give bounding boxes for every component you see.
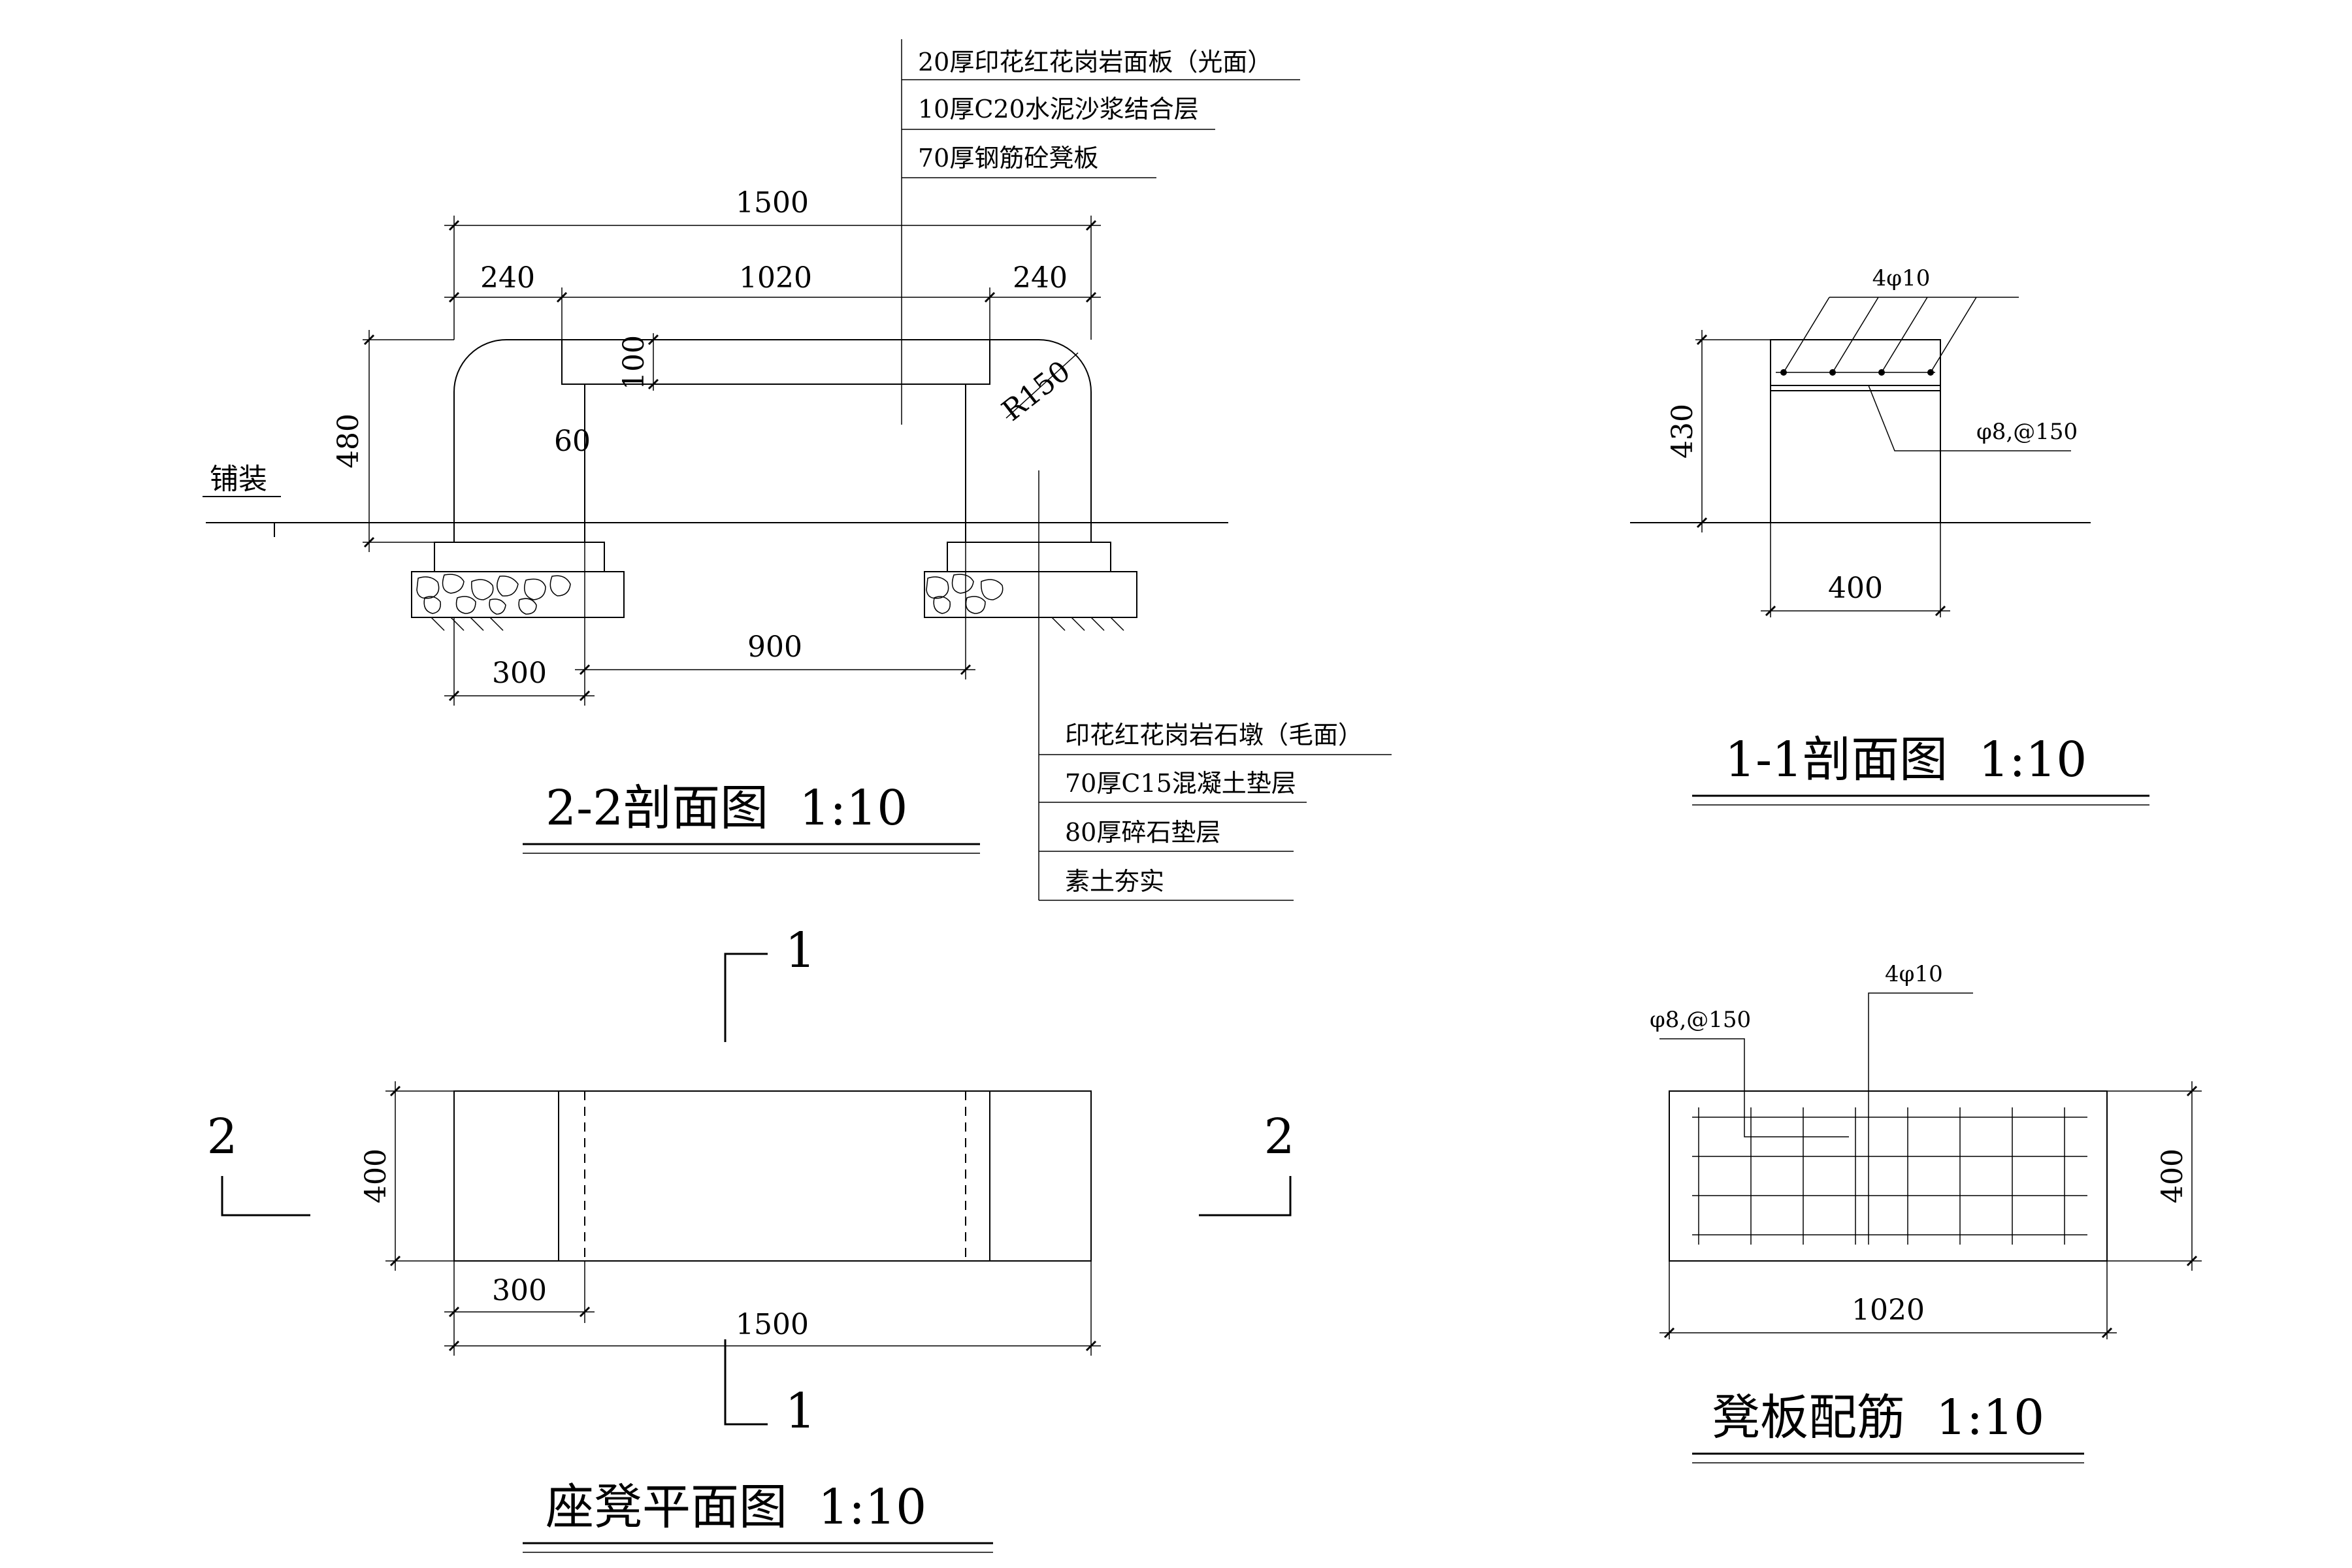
seat-section-outline	[1770, 339, 1941, 523]
dim-base-left: 300	[492, 657, 547, 690]
cut-marker-1-top	[724, 953, 768, 1042]
section-2-2-title: 2-2剖面图 1:10	[546, 780, 907, 836]
label-stirrup-section: φ8,@150	[1976, 419, 2078, 445]
rebar-leaders	[1783, 297, 2019, 373]
dim-left: 240	[480, 261, 535, 295]
dim-height: 480	[332, 414, 365, 468]
right-pier	[965, 339, 1092, 543]
cut-marker-2-right	[1199, 1176, 1292, 1217]
bottom-note-4: 素土夯实	[1065, 867, 1164, 896]
dim-ledge: 60	[554, 425, 591, 458]
cut-label-2-left: 2	[206, 1109, 237, 1165]
slab-rebar: φ8,@150 4φ10 400 1020 凳板配筋 1:10	[1650, 961, 2202, 1463]
left-soil-hatch	[431, 617, 504, 631]
left-pier	[453, 339, 585, 543]
bottom-note-3: 80厚碎石垫层	[1065, 818, 1220, 847]
label-stirrup-plan: φ8,@150	[1650, 1007, 1751, 1033]
bottom-note-2: 70厚C15混凝土垫层	[1065, 769, 1296, 798]
cut-marker-2-left	[221, 1176, 310, 1217]
label-4phi10-section: 4φ10	[1872, 265, 1931, 291]
dim-mid: 1020	[739, 261, 812, 295]
cut-marker-1-bottom	[724, 1339, 768, 1426]
bottom-note-1: 印花红花岗岩石墩（毛面）	[1065, 721, 1363, 749]
cut-label-1-top: 1	[785, 923, 815, 979]
dim-base-span: 900	[747, 630, 802, 664]
label-4phi10-plan: 4φ10	[1885, 961, 1943, 987]
dim-overall: 1500	[736, 186, 809, 220]
dim-1-1-height: 430	[1666, 404, 1699, 459]
main-bar-leader-plan	[1868, 992, 1973, 1245]
slab-outline	[1669, 1090, 2108, 1262]
slab-rebar-title: 凳板配筋 1:10	[1712, 1390, 2044, 1446]
section-2-2: 1500 240 1020 240 480 100 60 R150	[203, 39, 1392, 901]
seat-plan: 1 1 2 2 400 300 1500 座凳平面图 1:10	[206, 923, 1295, 1553]
section-1-1-title: 1-1剖面图 1:10	[1725, 732, 2087, 788]
dim-plan-pier: 300	[492, 1274, 547, 1307]
stirrup-leader	[1868, 385, 2071, 451]
seat-plan-title: 座凳平面图 1:10	[546, 1479, 926, 1535]
right-gravel-stones	[926, 574, 1004, 614]
top-note-3: 70厚钢筋砼凳板	[918, 144, 1098, 172]
right-concrete-pad	[947, 542, 1111, 572]
cut-label-2-right: 2	[1264, 1109, 1294, 1165]
dim-1-1-width: 400	[1828, 572, 1883, 605]
dim-right: 240	[1013, 261, 1068, 295]
left-gravel-stones	[416, 574, 571, 615]
dim-plan-width: 400	[359, 1149, 393, 1203]
dim-slab: 100	[617, 335, 651, 390]
dim-rebar-length: 1020	[1852, 1294, 1925, 1327]
rebar-grid	[1692, 1107, 2087, 1245]
paving-label: 铺装	[210, 463, 267, 496]
stirrup-leader-plan	[1659, 1038, 1849, 1137]
section-1-1: 4φ10 φ8,@150 430 400 1-1剖面图 1:10	[1630, 265, 2149, 806]
left-concrete-pad	[434, 542, 605, 572]
right-gravel-bed	[924, 571, 1137, 618]
left-gravel-bed	[411, 571, 625, 618]
top-note-2: 10厚C20水泥沙浆结合层	[918, 95, 1199, 123]
dim-plan-length: 1500	[736, 1308, 809, 1341]
plan-outline	[453, 1090, 1092, 1262]
paving-edge	[206, 522, 275, 537]
dim-rebar-width: 400	[2156, 1149, 2189, 1203]
cut-label-1-bottom: 1	[785, 1383, 815, 1439]
top-note-1: 20厚印花红花岗岩面板（光面）	[918, 48, 1272, 76]
right-soil-hatch	[1051, 617, 1124, 631]
